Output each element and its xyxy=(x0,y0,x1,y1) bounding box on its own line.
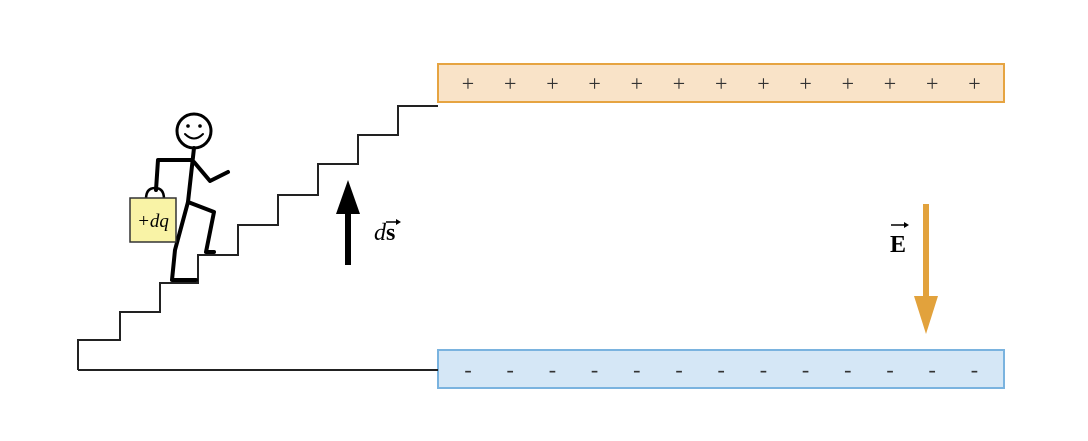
positive-charge-sign: + xyxy=(546,71,558,96)
positive-charge-sign: + xyxy=(462,71,474,96)
positive-charge-sign: + xyxy=(757,71,769,96)
negative-plate-signs: ------------- xyxy=(464,357,978,382)
negative-charge-sign: - xyxy=(718,357,725,382)
positive-charge-sign: + xyxy=(715,71,727,96)
positive-plate: + + + + + + + + + + + + + xyxy=(437,63,1005,103)
positive-charge-sign: + xyxy=(673,71,685,96)
positive-plate-signs: + + + + + + + + + + + + + xyxy=(462,71,981,96)
negative-charge-sign: - xyxy=(929,357,936,382)
positive-charge-sign: + xyxy=(884,71,896,96)
staircase xyxy=(77,105,438,371)
negative-charge-sign: - xyxy=(507,357,514,382)
positive-charge-sign: + xyxy=(926,71,938,96)
briefcase: +dq xyxy=(129,186,177,243)
negative-charge-sign: - xyxy=(760,357,767,382)
negative-charge-sign: - xyxy=(464,357,471,382)
positive-plate-rect xyxy=(437,63,1005,103)
displacement-arrow xyxy=(336,180,360,265)
stick-figure xyxy=(154,112,230,282)
positive-charge-sign: + xyxy=(968,71,980,96)
negative-plate: ------------- xyxy=(437,349,1005,389)
negative-charge-sign: - xyxy=(633,357,640,382)
electric-field-arrow xyxy=(914,204,938,334)
negative-charge-sign: - xyxy=(971,357,978,382)
negative-charge-sign: - xyxy=(802,357,809,382)
positive-charge-sign: + xyxy=(799,71,811,96)
negative-charge-sign: - xyxy=(886,357,893,382)
field-label: E xyxy=(890,232,906,258)
negative-charge-sign: - xyxy=(675,357,682,382)
ds-vector-arrow-icon xyxy=(386,219,401,225)
field-vector-arrow-icon xyxy=(891,222,909,228)
negative-plate-rect xyxy=(437,349,1005,389)
positive-charge-sign: + xyxy=(588,71,600,96)
negative-charge-sign: - xyxy=(549,357,556,382)
charge-label: +dq xyxy=(137,211,169,232)
ds-label: ds xyxy=(374,220,395,246)
positive-charge-sign: + xyxy=(842,71,854,96)
negative-charge-sign: - xyxy=(591,357,598,382)
figure-head xyxy=(175,112,213,150)
positive-charge-sign: + xyxy=(631,71,643,96)
positive-charge-sign: + xyxy=(504,71,516,96)
negative-charge-sign: - xyxy=(844,357,851,382)
